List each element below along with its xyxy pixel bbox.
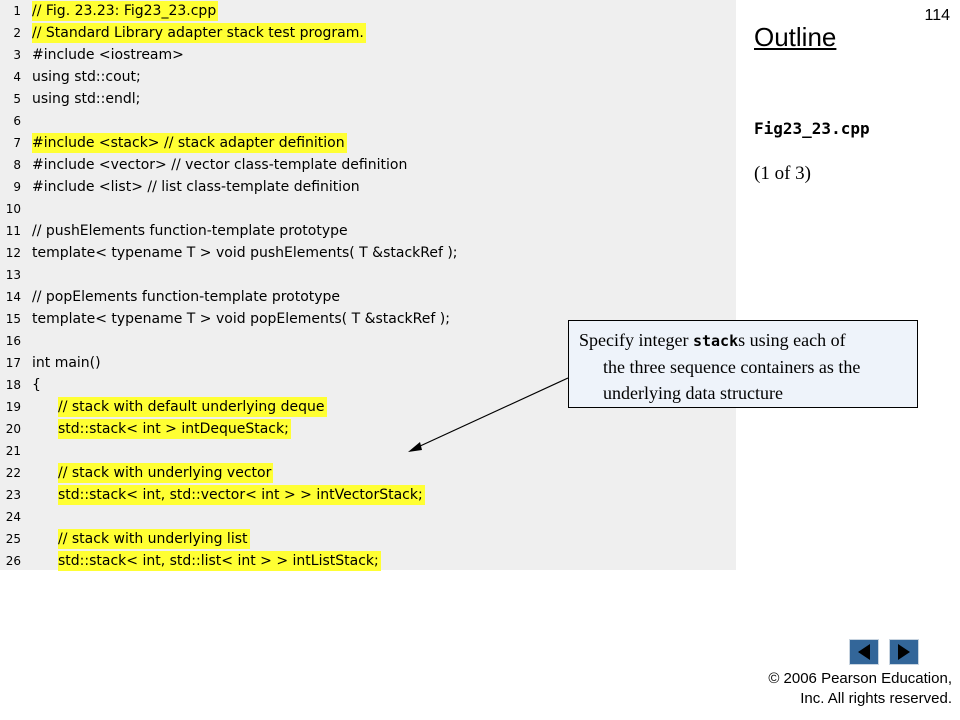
code-line: 12 template< typename T > void pushElemen… [0, 242, 736, 264]
code-line: 3 #include <iostream> [0, 44, 736, 66]
line-number: 1 [13, 4, 21, 18]
code-text: // Fig. 23.23: Fig23_23.cpp [32, 1, 219, 21]
code-line: 25 // stack with underlying list [0, 528, 736, 550]
code-line: 11 // pushElements function-template prot… [0, 220, 736, 242]
code-text: // Standard Library adapter stack test p… [32, 23, 366, 43]
page-number: 114 [924, 7, 950, 24]
code-text: std::stack< int > intDequeStack; [58, 419, 291, 439]
copyright-line-1: © 2006 Pearson Education, [768, 670, 952, 687]
code-line: 4 using std::cout; [0, 66, 736, 88]
code-text: std::stack< int, std::list< int > > intL… [58, 551, 381, 571]
line-number: 2 [13, 26, 21, 40]
code-line: 13 [0, 264, 736, 286]
code-text: #include <iostream> [32, 47, 184, 63]
code-line: 23 std::stack< int, std::vector< int > > … [0, 484, 736, 506]
line-number: 10 [5, 202, 21, 216]
code-text: // pushElements function-template protot… [32, 223, 348, 239]
callout-text-before: Specify integer [579, 330, 693, 350]
code-text: #include <list> // list class-template d… [32, 179, 360, 195]
code-line: 21 [0, 440, 736, 462]
code-line: 20 std::stack< int > intDequeStack; [0, 418, 736, 440]
code-text: template< typename T > void popElements(… [32, 311, 450, 327]
code-text: // stack with underlying vector [58, 463, 274, 483]
page-indicator: (1 of 3) [754, 163, 811, 184]
code-line: 24 [0, 506, 736, 528]
right-arrow-icon [898, 644, 910, 660]
line-number: 14 [5, 290, 21, 304]
left-arrow-icon [858, 644, 870, 660]
code-line: 14 // popElements function-template proto… [0, 286, 736, 308]
line-number: 17 [5, 356, 21, 370]
line-number: 20 [5, 422, 21, 436]
line-number: 15 [5, 312, 21, 326]
line-number: 24 [5, 510, 21, 524]
line-number: 13 [5, 268, 21, 282]
code-text: #include <stack> // stack adapter defini… [32, 133, 347, 153]
code-line: 1 // Fig. 23.23: Fig23_23.cpp [0, 0, 736, 22]
code-line: 8 #include <vector> // vector class-templ… [0, 154, 736, 176]
line-number: 18 [5, 378, 21, 392]
code-text: // stack with default underlying deque [58, 397, 327, 417]
line-number: 5 [13, 92, 21, 106]
callout-line-1: Specify integer stacks using each of [579, 327, 909, 354]
callout-code-word: stack [692, 332, 739, 350]
code-line: 10 [0, 198, 736, 220]
code-text: using std::endl; [32, 91, 141, 107]
copyright-notice: © 2006 Pearson Education, Inc. All right… [768, 669, 952, 709]
callout-box: Specify integer stacks using each of the… [568, 320, 918, 408]
code-line: 15 template< typename T > void popElement… [0, 308, 736, 330]
code-line: 2 // Standard Library adapter stack test … [0, 22, 736, 44]
line-number: 11 [5, 224, 21, 238]
code-line: 7 #include <stack> // stack adapter defin… [0, 132, 736, 154]
line-number: 9 [13, 180, 21, 194]
code-line: 17 int main() [0, 352, 736, 374]
callout-text-after: s using each of [738, 330, 846, 350]
line-number: 22 [5, 466, 21, 480]
line-number: 21 [5, 444, 21, 458]
callout-line-3: underlying data structure [603, 383, 783, 403]
line-number: 12 [5, 246, 21, 260]
code-line: 26 std::stack< int, std::list< int > > in… [0, 550, 736, 572]
code-text: using std::cout; [32, 69, 141, 85]
code-text: int main() [32, 355, 101, 371]
line-number: 25 [5, 532, 21, 546]
outline-title[interactable]: Outline [754, 22, 837, 52]
code-line: 16 [0, 330, 736, 352]
code-text: // stack with underlying list [58, 529, 250, 549]
copyright-line-2: Inc. All rights reserved. [800, 690, 952, 707]
code-line: 22 // stack with underlying vector [0, 462, 736, 484]
previous-slide-button[interactable] [849, 639, 879, 665]
code-line: 19 // stack with default underlying deque [0, 396, 736, 418]
code-text: { [32, 377, 41, 393]
line-number: 3 [13, 48, 21, 62]
line-number: 6 [13, 114, 21, 128]
code-text: std::stack< int, std::vector< int > > in… [58, 485, 425, 505]
code-line: 6 [0, 110, 736, 132]
code-text: // popElements function-template prototy… [32, 289, 341, 305]
code-line: 5 using std::endl; [0, 88, 736, 110]
line-number: 4 [13, 70, 21, 84]
code-line: 18 { [0, 374, 736, 396]
line-number: 7 [13, 136, 21, 150]
line-number: 26 [5, 554, 21, 568]
code-text: template< typename T > void pushElements… [32, 245, 458, 261]
code-line: 9 #include <list> // list class-template … [0, 176, 736, 198]
callout-line-2: the three sequence containers as the [603, 357, 861, 377]
file-name: Fig23_23.cpp [754, 119, 870, 138]
line-number: 16 [5, 334, 21, 348]
code-listing: 1 // Fig. 23.23: Fig23_23.cpp 2 // Standard… [0, 0, 736, 572]
next-slide-button[interactable] [889, 639, 919, 665]
line-number: 19 [5, 400, 21, 414]
line-number: 23 [5, 488, 21, 502]
line-number: 8 [13, 158, 21, 172]
code-text: #include <vector> // vector class-templa… [32, 157, 408, 173]
